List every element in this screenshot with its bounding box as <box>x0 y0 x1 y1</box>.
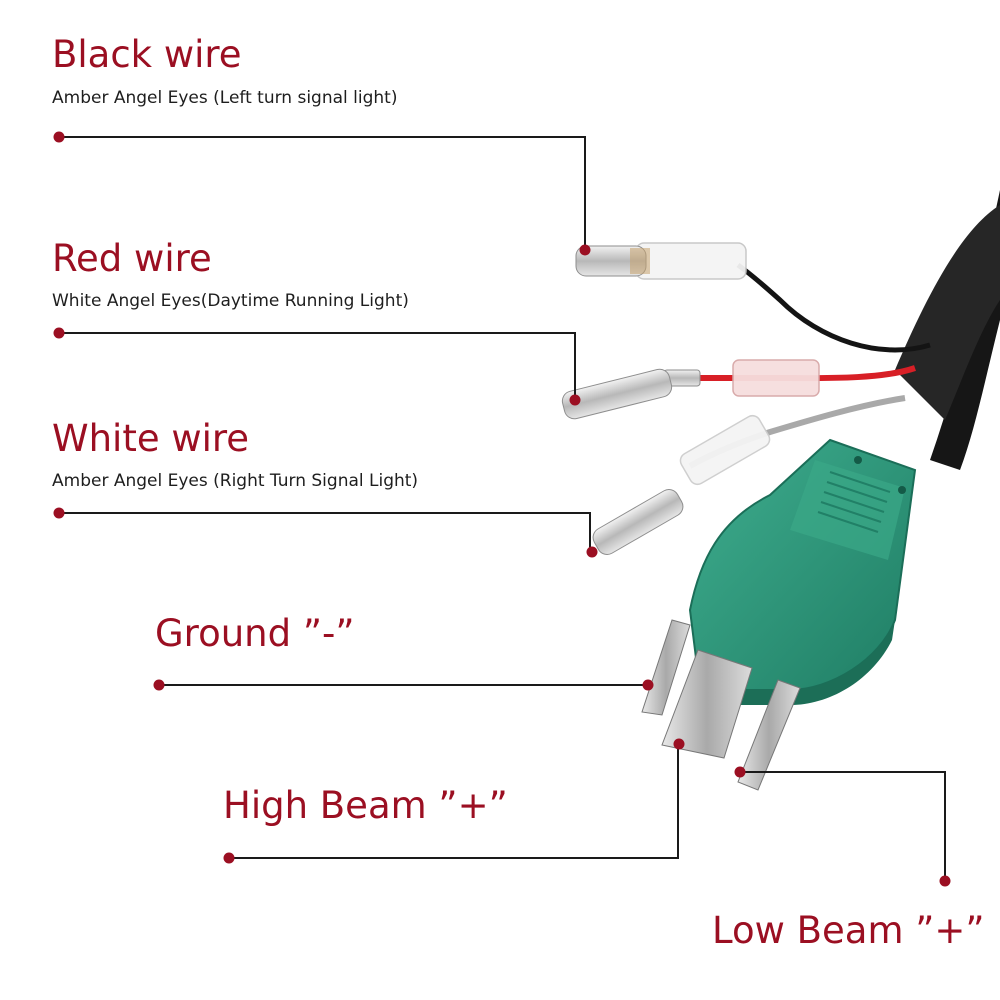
black-leader-dot-start <box>53 131 65 143</box>
red-wire-title: Red wire <box>52 237 212 280</box>
red-leader-dot-end <box>569 394 581 406</box>
leader-dots <box>53 131 951 887</box>
high-beam-title: High Beam ”+” <box>223 784 508 827</box>
white-wire-description: Amber Angel Eyes (Right Turn Signal Ligh… <box>52 471 419 491</box>
red-leader-dot-start <box>53 327 65 339</box>
black-wire-title: Black wire <box>52 33 242 76</box>
high-beam-leader-dot-start <box>223 852 235 864</box>
ground-title: Ground ”-” <box>155 612 355 655</box>
white-wire-connector <box>592 414 771 555</box>
low-beam-pin <box>737 679 801 791</box>
black-leader-line <box>59 136 586 250</box>
ground-leader-dot-start <box>153 679 165 691</box>
low-beam-title: Low Beam ”+” <box>712 909 985 952</box>
main-cable <box>930 190 1000 470</box>
leader-lines <box>59 136 946 880</box>
black-leader-dot-end <box>579 244 591 256</box>
low-beam-leader-dot-end <box>939 875 951 887</box>
white-leader-dot-end <box>586 546 598 558</box>
high-beam-pin <box>661 649 753 759</box>
low-beam-leader-dot-start <box>734 766 746 778</box>
white-wire-title: White wire <box>52 417 250 460</box>
high-beam-leader-line <box>229 745 679 859</box>
heat-shrink <box>895 205 1000 420</box>
red-wire-description: White Angel Eyes(Daytime Running Light) <box>52 291 409 311</box>
white-leader-line <box>59 512 591 552</box>
red-wire-connector <box>561 359 820 420</box>
low-beam-leader-line <box>740 771 946 880</box>
h4-plug-body <box>688 438 917 705</box>
high-beam-leader-dot-end <box>673 738 685 750</box>
black-wire-description: Amber Angel Eyes (Left turn signal light… <box>52 88 398 108</box>
white-leader-dot-start <box>53 507 65 519</box>
ground-leader-dot-end <box>642 679 654 691</box>
black-wire-connector <box>575 242 747 280</box>
red-leader-line <box>59 332 576 400</box>
black-wire <box>736 262 931 353</box>
